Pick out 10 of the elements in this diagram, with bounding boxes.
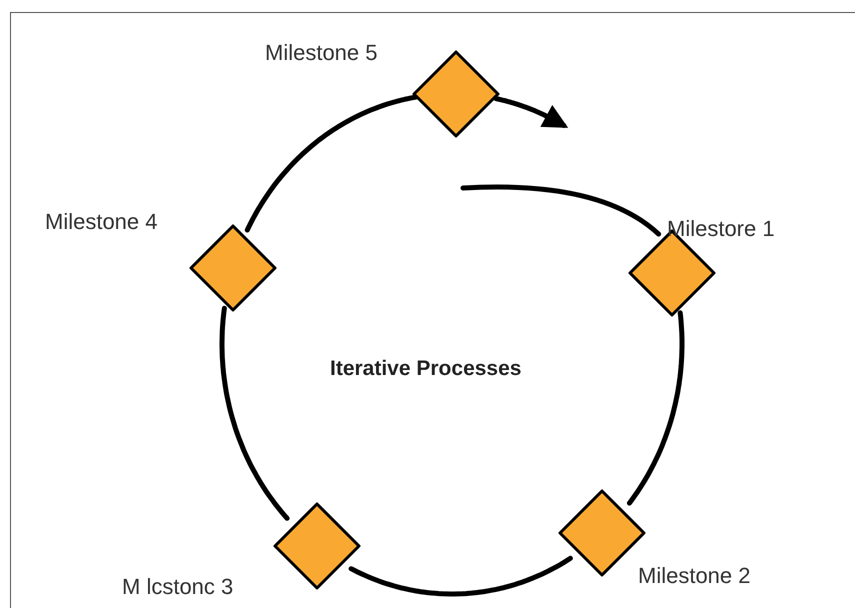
milestone-diamond [411,49,502,140]
milestone-diamond [188,223,278,314]
milestone-diamond [272,501,362,592]
milestone-label: Milestone 2 [638,565,751,587]
milestone-label: Milestore 1 [667,218,775,240]
milestone-label: Milestone 4 [45,211,158,233]
cycle-arrow [494,96,568,128]
milestone-label: M lcstonc 3 [122,576,234,598]
center-title: Iterative Processes [330,357,522,381]
milestone-label: Milestone 5 [265,42,378,64]
